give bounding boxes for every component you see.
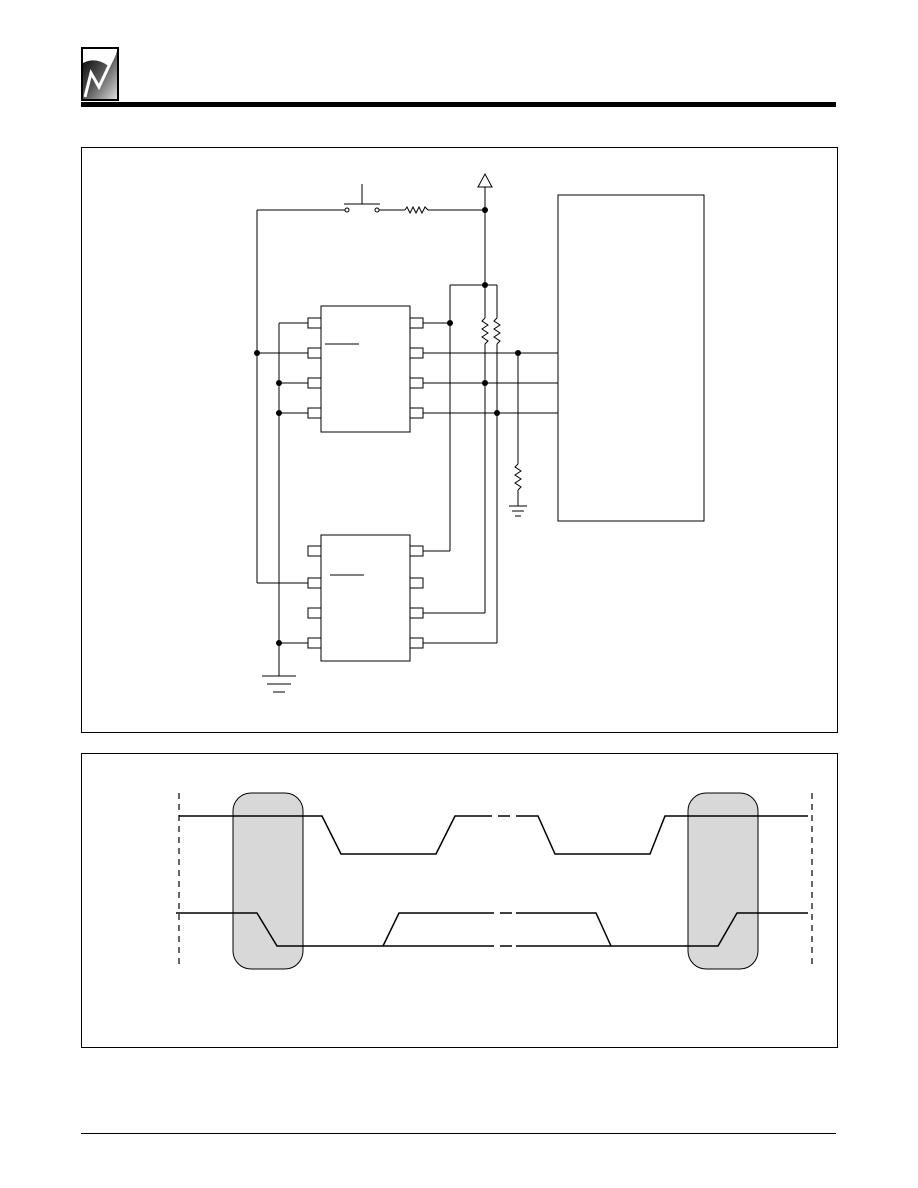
timing-frame	[81, 753, 838, 1048]
schematic-frame	[81, 147, 838, 733]
header-rule	[81, 102, 836, 107]
company-logo-icon	[81, 47, 119, 101]
footer-rule	[81, 1133, 836, 1134]
